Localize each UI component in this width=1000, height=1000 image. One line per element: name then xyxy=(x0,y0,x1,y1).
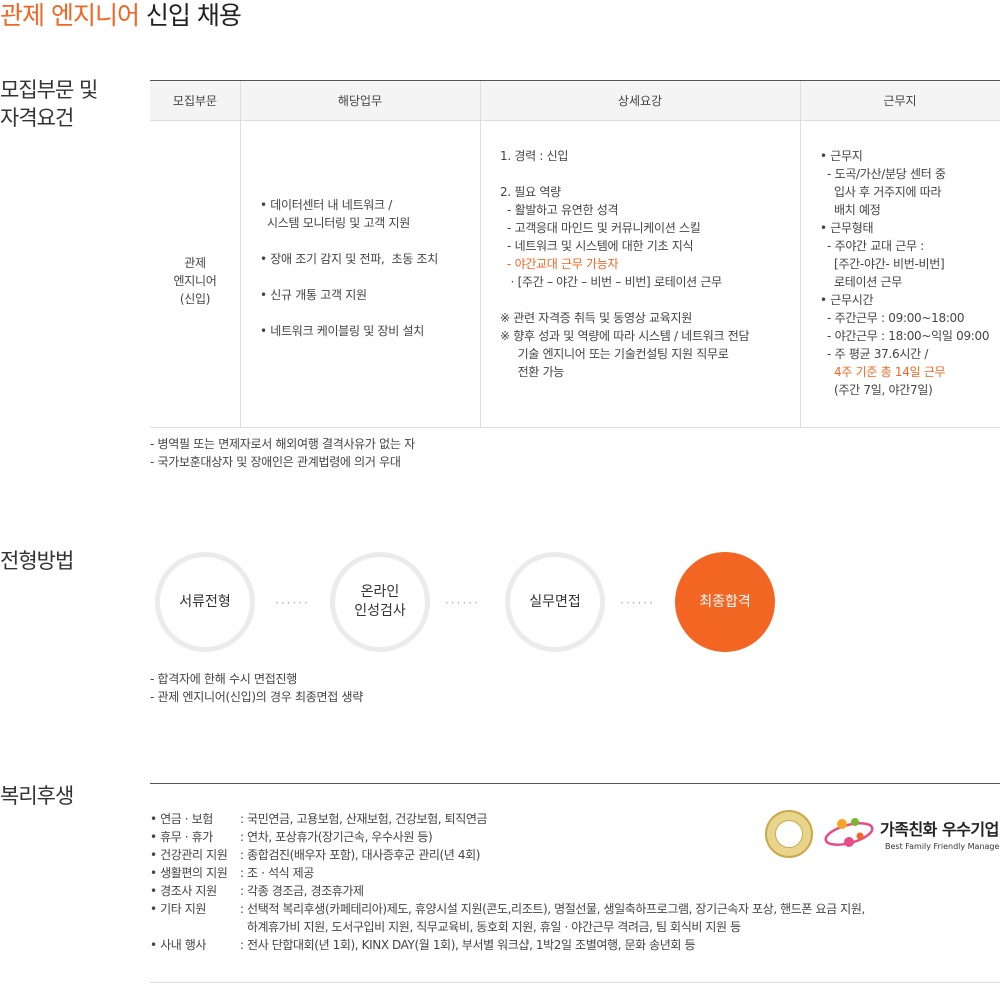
workplace-line: - 주 평균 37.6시간 / xyxy=(820,347,929,361)
detail-line: 2. 필요 역량 xyxy=(500,185,561,199)
process-notes: - 합격자에 한해 수시 면접진행 - 관제 엔지니어(신입)의 경우 최종면접… xyxy=(150,670,363,706)
welfare-top-border xyxy=(150,783,1000,784)
welfare-bottom-border xyxy=(150,982,1000,983)
detail-line: ※ 향후 성과 및 역량에 따라 시스템 / 네트워크 전담 xyxy=(500,329,750,343)
duty-item: • 데이터센터 내 네트워크 / xyxy=(260,198,392,212)
welfare-label: • 경조사 지원 xyxy=(150,884,217,898)
duty-item: • 신규 개통 고객 지원 xyxy=(260,288,367,302)
step-label: 서류전형 xyxy=(179,593,231,610)
detail-line: 전환 가능 xyxy=(500,365,565,379)
division-line: (신입) xyxy=(179,292,211,306)
welfare-label: • 생활편의 지원 xyxy=(150,866,228,880)
page-title-accent: 관제 엔지니어 xyxy=(0,1,140,30)
detail-line: · [주간 – 야간 – 비번 – 비번] 로테이션 근무 xyxy=(500,275,723,289)
table-bottom-border xyxy=(150,427,1000,428)
detail-line: ※ 관련 자격증 취득 및 동영상 교육지원 xyxy=(500,311,692,325)
section-title-line: 자격요건 xyxy=(0,106,74,130)
welfare-label: • 사내 행사 xyxy=(150,938,207,952)
page-title-rest: 신입 채용 xyxy=(138,1,242,30)
note-line: - 병역필 또는 면제자로서 해외여행 결격사유가 없는 자 xyxy=(150,437,415,451)
welfare-value: : 선택적 복리후생(카페테리아)제도, 휴양시설 지원(콘도,리조트), 명절… xyxy=(240,902,865,916)
welfare-value: : 전사 단합대회(년 1회), KINX DAY(월 1회), 부서별 워크샵… xyxy=(240,938,696,952)
workplace-line: 입사 후 거주지에 따라 xyxy=(820,185,942,199)
welfare-value: 하계휴가비 지원, 도서구입비 지원, 직무교육비, 동호회 지원, 휴일 · … xyxy=(240,920,741,934)
section-title-line: 모집부문 및 xyxy=(0,78,98,102)
table-header-cell: 상세요강 xyxy=(617,94,663,108)
duty-item: • 장애 조기 감지 및 전파, 초동 조치 xyxy=(260,252,439,266)
workplace-line: - 주간근무 : 09:00~18:00 xyxy=(820,311,965,325)
workplace-line: • 근무시간 xyxy=(820,293,874,307)
note-line: - 합격자에 한해 수시 면접진행 xyxy=(150,672,297,686)
detail-line: - 네트워크 및 시스템에 대한 기초 지식 xyxy=(500,239,694,253)
certification-subtitle: Best Family Friendly Management xyxy=(885,842,1000,851)
step-connector: ······ xyxy=(620,596,655,610)
table-header-cell: 모집부문 xyxy=(172,94,218,108)
table-header-cell: 근무지 xyxy=(883,94,917,108)
detail-line: 1. 경력 : 신입 xyxy=(500,149,569,163)
certification-seal-icon xyxy=(765,810,813,858)
step-label: 인성검사 xyxy=(354,603,406,619)
section-title-requirements: 모집부문 및 자격요건 xyxy=(0,76,98,132)
workplace-line: - 주야간 교대 근무 : xyxy=(820,239,925,253)
detail-line: 기술 엔지니어 또는 기술컨설팅 지원 직무로 xyxy=(500,347,729,361)
detail-line: - 고객응대 마인드 및 커뮤니케이션 스킬 xyxy=(500,221,701,235)
workplace-line: - 도곡/가산/분당 센터 중 xyxy=(820,167,946,181)
welfare-value: : 국민연금, 고용보험, 산재보험, 건강보험, 퇴직연금 xyxy=(240,812,488,826)
welfare-label: • 건강관리 지원 xyxy=(150,848,228,862)
table-top-border xyxy=(150,80,1000,81)
workplace-line: (주간 7일, 야간7일) xyxy=(820,383,933,397)
welfare-value: : 종합검진(배우자 포함), 대사증후군 관리(년 4회) xyxy=(240,848,481,862)
column-divider xyxy=(240,81,241,427)
welfare-value: : 연차, 포상휴가(장기근속, 우수사원 등) xyxy=(240,830,433,844)
step-label: 온라인 xyxy=(360,584,400,600)
step-connector: ······ xyxy=(445,596,480,610)
workplace-line: 로테이션 근무 xyxy=(820,275,903,289)
table-header-cell: 해당업무 xyxy=(337,94,383,108)
page-title: 관제 엔지니어 신입 채용 xyxy=(0,0,242,32)
division-cell: 관제 엔지니어 (신입) xyxy=(150,254,240,308)
table-header-row: 모집부문 해당업무 상세요강 근무지 xyxy=(150,81,1000,121)
workplace-line: [주간-야간- 비번-비번] xyxy=(820,257,945,271)
step-connector: ······ xyxy=(275,596,310,610)
workplace-line: 배치 예정 xyxy=(820,203,881,217)
certification-title: 가족친화 우수기업 xyxy=(880,820,999,839)
welfare-value: : 조 · 석식 제공 xyxy=(240,866,314,880)
workplace-line: • 근무지 xyxy=(820,149,863,163)
section-title-welfare: 복리후생 xyxy=(0,784,74,808)
duty-item: • 네트워크 케이블링 및 장비 설치 xyxy=(260,324,424,338)
step-final-acceptance: 최종합격 xyxy=(675,552,775,652)
column-divider xyxy=(480,81,481,427)
welfare-label: • 연금 · 보험 xyxy=(150,812,213,826)
requirement-notes: - 병역필 또는 면제자로서 해외여행 결격사유가 없는 자 - 국가보훈대상자… xyxy=(150,435,415,471)
step-label: 최종합격 xyxy=(699,593,751,610)
welfare-label: • 휴무 · 휴가 xyxy=(150,830,213,844)
detail-line-highlight: - 야간교대 근무 가능자 xyxy=(500,257,619,271)
seal-center xyxy=(775,820,803,848)
welfare-value: : 각종 경조금, 경조휴가제 xyxy=(240,884,364,898)
division-line: 엔지니어 xyxy=(173,274,217,288)
section-title-process: 전형방법 xyxy=(0,549,74,573)
division-line: 관제 xyxy=(184,256,206,270)
detail-line: - 활발하고 유연한 성격 xyxy=(500,203,619,217)
step-label: 실무면접 xyxy=(529,593,581,610)
welfare-label: • 기타 지원 xyxy=(150,902,207,916)
step-document-screening: 서류전형 xyxy=(155,552,255,652)
step-interview: 실무면접 xyxy=(505,552,605,652)
family-friendly-logo-icon xyxy=(824,818,874,847)
workplace-line: • 근무형태 xyxy=(820,221,874,235)
workplace-line: - 야간근무 : 18:00~익일 09:00 xyxy=(820,329,990,343)
note-line: - 국가보훈대상자 및 장애인은 관계법령에 의거 우대 xyxy=(150,455,401,469)
step-online-test: 온라인 인성검사 xyxy=(330,552,430,652)
note-line: - 관제 엔지니어(신입)의 경우 최종면접 생략 xyxy=(150,690,363,704)
workplace-line-highlight: 4주 기준 총 14일 근무 xyxy=(820,365,946,379)
column-divider xyxy=(800,81,801,427)
duty-item: 시스템 모니터링 및 고객 지원 xyxy=(260,216,410,230)
